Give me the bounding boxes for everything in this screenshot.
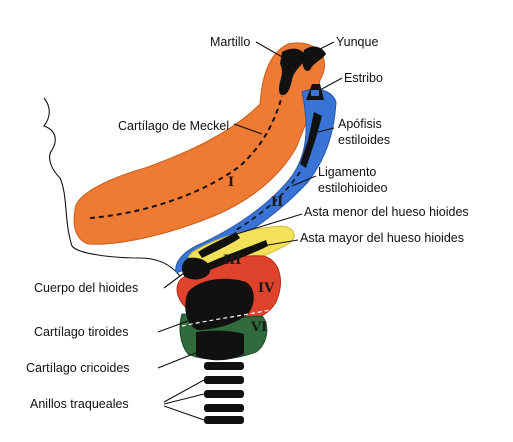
face-profile-outline <box>43 97 181 277</box>
arch-6-numeral: VI <box>250 320 267 335</box>
hyoid-greater-horn <box>206 240 268 270</box>
arch-3-numeral: III <box>223 253 241 268</box>
leader-meckel <box>233 123 263 135</box>
label-apofisis-line1: Apófisis <box>338 117 382 131</box>
stapes-footplate-window <box>311 90 319 96</box>
label-cartilago-cricoides: Cartílago cricoides <box>26 361 130 375</box>
arch-1-region <box>73 42 326 245</box>
leader-anillos-3 <box>163 405 205 421</box>
label-apofisis-line2: estiloides <box>338 133 390 147</box>
leader-cuerpo <box>163 269 189 289</box>
label-asta-mayor: Asta mayor del hueso hioides <box>300 231 464 245</box>
leader-asta-mayor <box>261 239 299 247</box>
incus <box>302 46 326 71</box>
leader-ligamento <box>291 175 317 187</box>
leader-martillo <box>255 41 285 59</box>
label-cartilago-meckel: Cartílago de Meckel <box>118 119 229 133</box>
malleus <box>279 48 306 96</box>
tracheal-ring <box>204 416 244 424</box>
tracheal-ring <box>204 404 244 412</box>
leader-tiroides <box>157 317 197 333</box>
styloid-process <box>300 112 322 168</box>
hyoid-body <box>181 257 211 280</box>
leader-anillos-1 <box>163 379 205 403</box>
arch-1-numeral: I <box>228 175 234 190</box>
tracheal-ring <box>204 376 244 384</box>
thyroid-cartilage <box>185 278 254 330</box>
label-ligamento-line1: Ligamento <box>318 165 376 179</box>
label-anillos-traqueales: Anillos traqueales <box>30 397 129 411</box>
arch-2-numeral: II <box>271 195 283 210</box>
meckel-cartilage-dashes <box>89 95 283 219</box>
leader-asta-menor <box>229 213 303 237</box>
leader-cricoides <box>157 351 199 369</box>
label-martillo: Martillo <box>210 35 250 49</box>
label-cuerpo-hioides: Cuerpo del hioides <box>34 281 138 295</box>
label-asta-menor: Asta menor del hueso hioides <box>304 205 469 219</box>
leader-yunque <box>313 41 335 53</box>
leader-estribo <box>319 77 343 91</box>
leader-anillos-2 <box>163 393 205 405</box>
cricoid-cartilage <box>196 330 244 361</box>
hyoid-lesser-horn <box>198 232 240 258</box>
label-yunque: Yunque <box>336 35 378 49</box>
label-cartilago-tiroides: Cartílago tiroides <box>34 325 129 339</box>
tracheal-ring <box>204 362 244 370</box>
leader-apofisis <box>317 127 335 133</box>
label-estribo: Estribo <box>344 71 383 85</box>
arch-4-numeral: IV <box>258 281 275 296</box>
thyroid-midline <box>181 309 271 327</box>
tracheal-ring <box>204 390 244 398</box>
label-ligamento-line2: estilohioideo <box>318 181 388 195</box>
